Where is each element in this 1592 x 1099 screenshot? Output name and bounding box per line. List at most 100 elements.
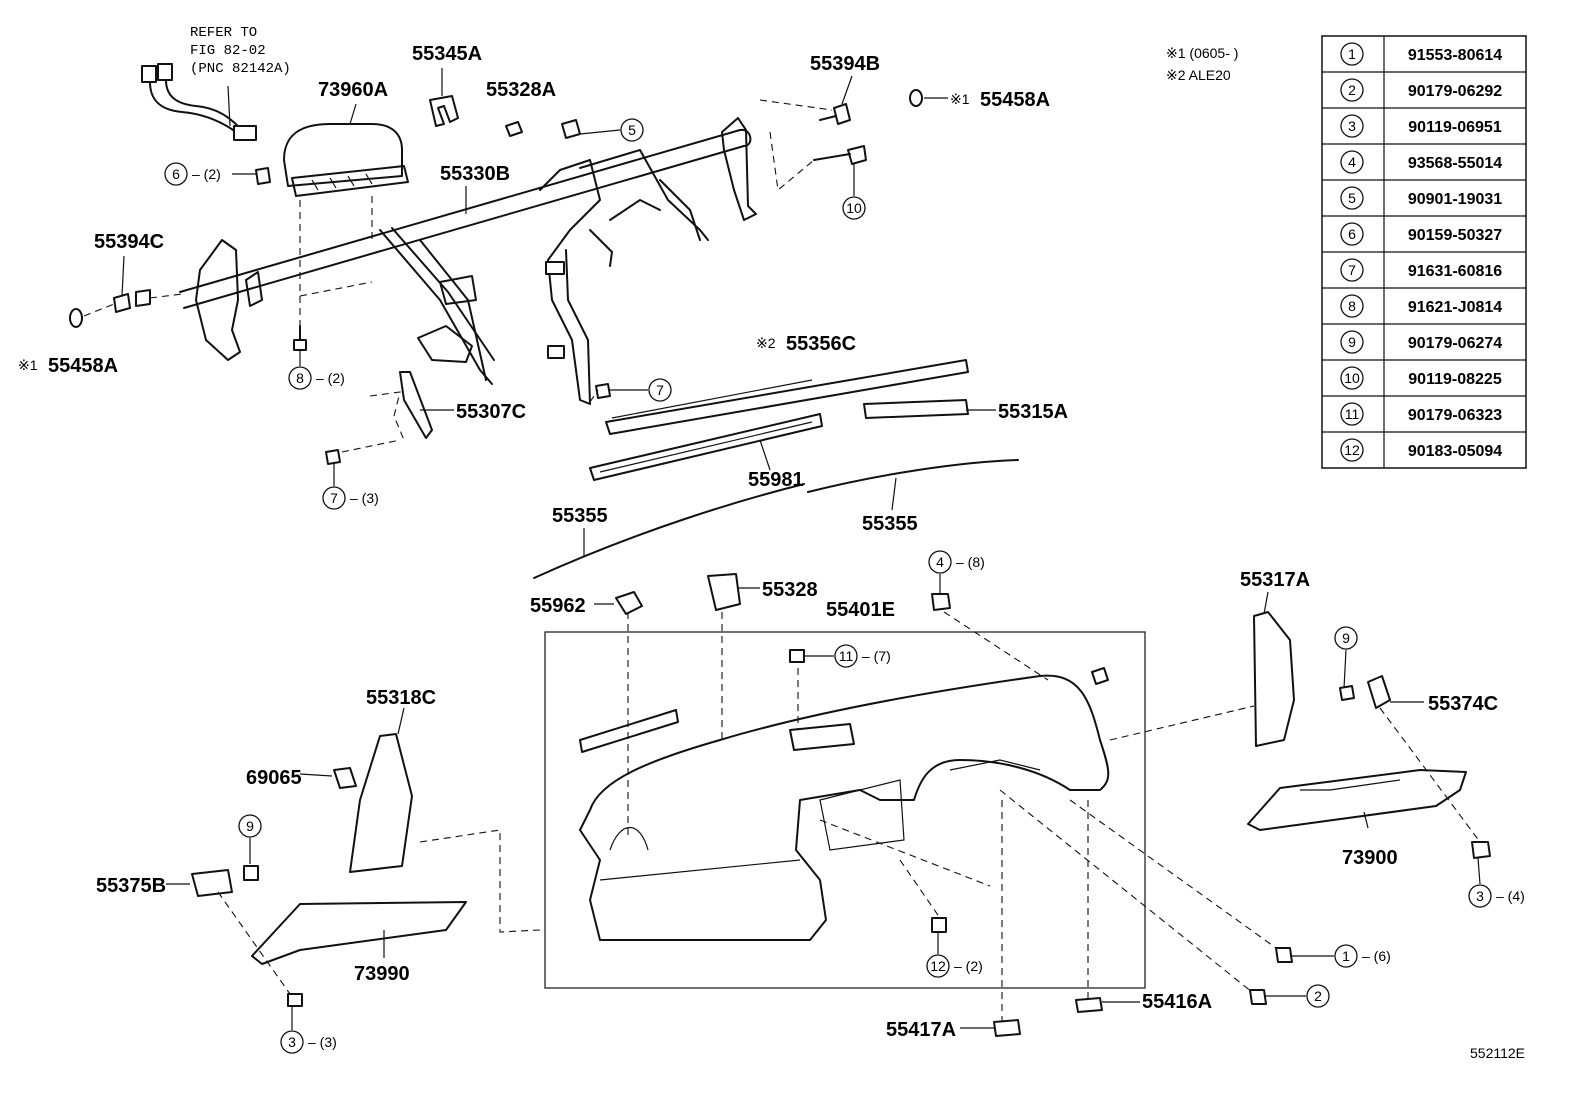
callout-1-qty: – (6): [1362, 948, 1391, 964]
label-69065: 69065: [246, 767, 302, 789]
table-ref-circle: [1340, 258, 1364, 282]
refer-note-line-2: FIG 82-02: [190, 43, 266, 59]
table-row: 3 90119-06951: [1322, 107, 1526, 138]
table-row: 10 90119-08225: [1322, 359, 1526, 390]
callout-12: 12 – (2): [926, 954, 983, 978]
side-cover-left-drawing: [333, 733, 413, 873]
assembly-dashed-lines: [83, 99, 1481, 1022]
callout-8-qty: – (2): [316, 370, 345, 386]
table-part-number: 90183-05094: [1408, 443, 1502, 460]
callouts: 6 – (2) 5 10 8 – (2) 7 7 – (3) 4 – (8): [164, 118, 1525, 1054]
table-ref: 11: [1345, 406, 1360, 422]
callout-3a-qty: – (3): [308, 1034, 337, 1050]
label-73900: 73900: [1342, 847, 1398, 869]
label-55458A-left: 55458A: [48, 355, 118, 377]
bottom-clip-drawings: [931, 917, 1293, 1037]
table-part-number: 90119-08225: [1408, 371, 1502, 388]
table-ref: 2: [1348, 82, 1356, 98]
table-part-number: 90179-06292: [1408, 83, 1502, 100]
callout-9a: 9: [1334, 626, 1358, 650]
defroster-trim-drawings: [533, 359, 1019, 579]
callout-6: 6 – (2): [164, 162, 221, 186]
table-ref-circle: [1340, 366, 1364, 390]
table-ref: 3: [1348, 118, 1356, 134]
small-clip-drawings: [615, 573, 951, 663]
refer-note-line-1: REFER TO: [190, 25, 257, 41]
callout-10: 10: [842, 196, 866, 220]
table-part-number: 90119-06951: [1408, 119, 1502, 136]
callout-7b-num: 7: [330, 490, 338, 506]
refer-note-line-3: (PNC 82142A): [190, 61, 291, 77]
callout-1: 1 – (6): [1334, 944, 1391, 968]
callout-11-num: 11: [839, 648, 854, 664]
table-ref-circle: [1340, 330, 1364, 354]
label-73960A: 73960A: [318, 79, 388, 101]
callout-6-qty: – (2): [192, 166, 221, 182]
wire-harness-drawing: [141, 63, 257, 141]
table-ref-circle: [1340, 78, 1364, 102]
table-ref: 6: [1348, 226, 1356, 242]
table-ref-circle: [1340, 402, 1364, 426]
callout-2: 2: [1306, 984, 1330, 1008]
callout-1-num: 1: [1342, 948, 1350, 964]
instrument-panel-drawing: [544, 631, 1146, 989]
callout-5: 5: [620, 118, 644, 142]
table-row: 2 90179-06292: [1322, 71, 1526, 102]
label-55394B: 55394B: [810, 53, 880, 75]
table-row: 8 91621-J0814: [1322, 287, 1526, 318]
callout-11-qty: – (7): [862, 648, 891, 664]
instrument-panel-reinforcement-drawing: [179, 117, 757, 405]
label-55374C: 55374C: [1428, 693, 1498, 715]
table-part-number: 93568-55014: [1408, 155, 1502, 172]
label-55356C: 55356C: [786, 333, 856, 355]
table-ref-circle: [1340, 438, 1364, 462]
table-ref: 8: [1348, 298, 1356, 314]
footnotes: ※1 (0605- ) ※2 ALE20: [1166, 45, 1238, 83]
label-55458A-top-mark: ※1: [950, 91, 970, 107]
label-55394C: 55394C: [94, 231, 164, 253]
callout-3b-qty: – (4): [1496, 888, 1525, 904]
callout-7b-qty: – (3): [350, 490, 379, 506]
callout-6-num: 6: [172, 166, 180, 182]
table-row: 11 90179-06323: [1322, 395, 1526, 426]
table-ref: 7: [1348, 262, 1356, 278]
label-55307C: 55307C: [456, 401, 526, 423]
table-ref-circle: [1340, 42, 1364, 66]
label-55318C: 55318C: [366, 687, 436, 709]
diagram-code: 552112E: [1470, 1045, 1525, 1061]
table-part-number: 90179-06323: [1408, 407, 1502, 424]
part-drawings: [69, 63, 1491, 1037]
callout-5-num: 5: [628, 122, 636, 138]
label-55962: 55962: [530, 595, 586, 617]
label-55315A: 55315A: [998, 401, 1068, 423]
part-labels: 73960A 55345A 55328A 55394B ※1 55458A 55…: [18, 43, 1498, 1041]
table-part-number: 90179-06274: [1408, 335, 1502, 352]
label-55417A: 55417A: [886, 1019, 956, 1041]
callout-2-num: 2: [1314, 988, 1322, 1004]
label-55356C-mark: ※2: [756, 335, 776, 351]
table-part-number: 91631-60816: [1408, 263, 1502, 280]
table-row: 6 90159-50327: [1322, 215, 1526, 246]
label-55401E: 55401E: [826, 599, 895, 621]
table-ref-circle: [1340, 186, 1364, 210]
table-row: 7 91631-60816: [1322, 251, 1526, 282]
table-part-number: 90159-50327: [1408, 227, 1502, 244]
table-part-number: 91621-J0814: [1408, 299, 1502, 316]
label-55981: 55981: [748, 469, 804, 491]
callout-3b: 3 – (4): [1468, 884, 1525, 908]
label-55355-right: 55355: [862, 513, 918, 535]
callout-4-qty: – (8): [956, 554, 985, 570]
fastener-drawings: [69, 89, 923, 465]
label-73990: 73990: [354, 963, 410, 985]
label-55375B: 55375B: [96, 875, 166, 897]
table-ref-circle: [1340, 150, 1364, 174]
callout-9a-num: 9: [1342, 630, 1350, 646]
table-ref: 10: [1344, 370, 1360, 386]
callout-3a-num: 3: [288, 1034, 296, 1050]
table-ref: 12: [1344, 442, 1360, 458]
callout-7a: 7: [648, 378, 672, 402]
